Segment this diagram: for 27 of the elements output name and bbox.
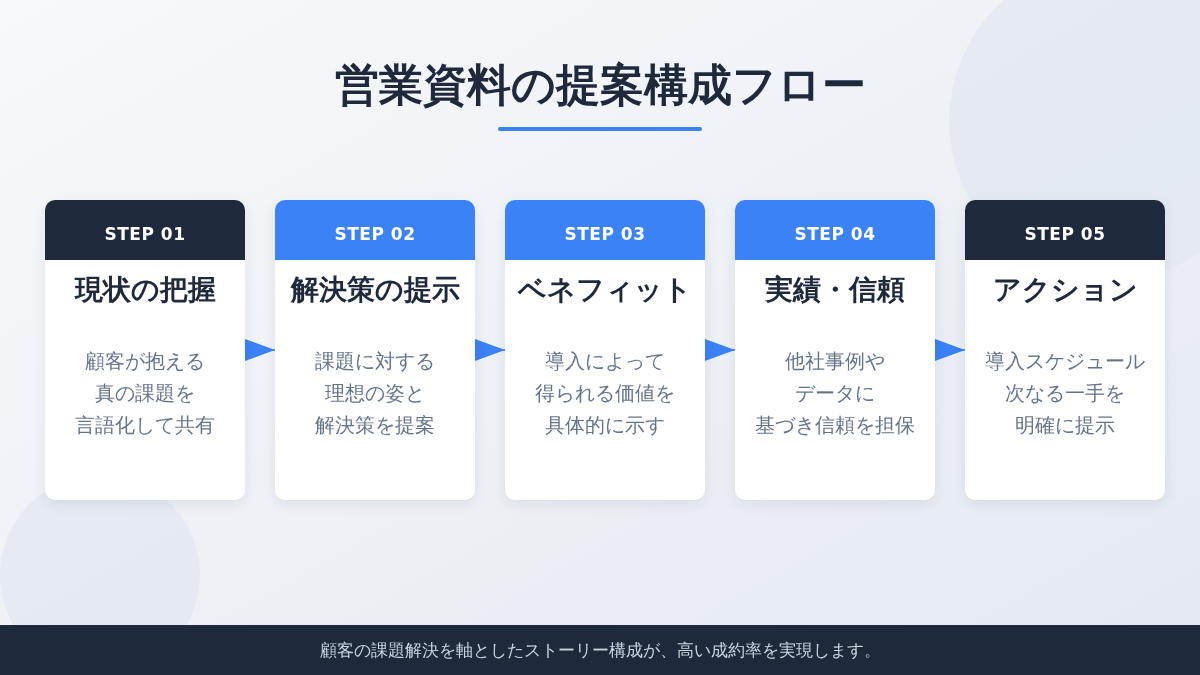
step-card <box>735 200 935 500</box>
step-header: STEP 01 <box>45 200 245 260</box>
step-header: STEP 03 <box>505 200 705 260</box>
footer-banner <box>0 625 1200 675</box>
arrow <box>244 339 276 361</box>
step-title: ベネフィット <box>516 272 693 308</box>
arrow <box>934 339 966 361</box>
step-card <box>965 200 1165 500</box>
step-title: アクション <box>991 272 1139 308</box>
step-card <box>505 200 705 500</box>
step-title: 実績・信頼 <box>764 272 906 308</box>
step-header: STEP 05 <box>965 200 1165 260</box>
step-description: 導入スケジュール次なる一手を明確に提示 <box>984 348 1146 439</box>
step-title: 解決策の提示 <box>289 272 461 308</box>
step-header: STEP 04 <box>735 200 935 260</box>
step-card <box>45 200 245 500</box>
arrow <box>474 339 506 361</box>
arrow <box>704 339 736 361</box>
step-header: STEP 02 <box>275 200 475 260</box>
step-description: 導入によって得られる価値を具体的に示す <box>534 348 676 439</box>
step-description: 他社事例やデータに基づき信頼を担保 <box>754 348 916 439</box>
step-description: 顧客が抱える真の課題を言語化して共有 <box>74 348 216 439</box>
step-card <box>275 200 475 500</box>
footer-text: 顧客の課題解決を軸としたストーリー構成が、高い成約率を実現します。 <box>319 639 881 662</box>
page-title: 営業資料の提案構成フロー <box>333 58 867 112</box>
step-description: 課題に対する理想の姿と解決策を提案 <box>314 348 436 439</box>
step-title: 現状の把握 <box>73 272 217 308</box>
